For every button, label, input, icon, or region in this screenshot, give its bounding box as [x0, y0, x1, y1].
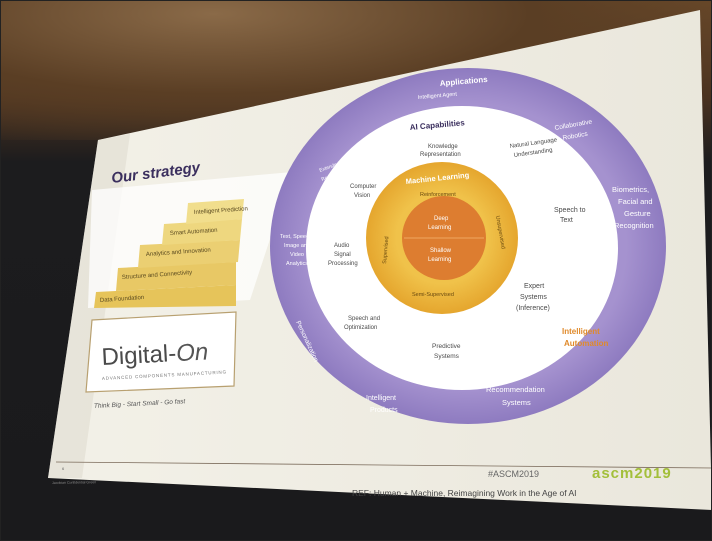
label-facial: Facial and	[618, 197, 653, 206]
logo-tagline: Think Big - Start Small - Go fast	[94, 398, 187, 410]
label-robotics: Robotics	[562, 131, 589, 142]
stair-4	[162, 219, 242, 245]
logo-name: Digital-On	[101, 338, 209, 371]
label-intelligent-agent: Intelligent Agent	[418, 92, 458, 101]
label-audio: Audio	[334, 243, 350, 249]
stair-1	[94, 285, 236, 308]
label-speech-to: Speech to	[554, 207, 586, 214]
label-unsupervised: Unsupervised	[494, 215, 506, 249]
label-processing: Processing	[328, 261, 358, 267]
label-text: Text	[560, 217, 573, 224]
label-automation: Automation	[564, 339, 609, 348]
label-speech-and: Speech and	[348, 316, 380, 322]
label-representation: Representation	[420, 152, 461, 158]
footer-brand: ascm2019	[592, 465, 672, 482]
label-video: Video	[290, 252, 304, 258]
label-reality: Reality	[321, 172, 338, 183]
label-intelligent: Intelligent	[562, 327, 600, 336]
stair-2	[116, 262, 236, 291]
label-supervised: Supervised	[382, 236, 390, 264]
label-signal: Signal	[334, 252, 351, 258]
staircase	[94, 199, 244, 308]
label-inference: (Inference)	[516, 305, 550, 312]
stair-label-2: Structure and Connectivity	[122, 270, 193, 281]
label-predictive: Predictive	[432, 343, 461, 350]
label-applications: Applications	[439, 75, 488, 88]
label-understanding: Understanding	[513, 148, 552, 159]
label-computer: Computer	[350, 184, 376, 190]
label-image-and: Image and	[284, 243, 310, 249]
stair-3	[138, 240, 240, 268]
label-biometrics: Biometrics,	[612, 185, 649, 194]
logo-box	[85, 311, 237, 393]
label-gesture: Gesture	[624, 209, 651, 218]
label-analytics: Analytics	[286, 261, 308, 267]
footer-hashtag: #ASCM2019	[488, 469, 539, 479]
label-expert: Expert	[524, 283, 544, 290]
ai-rings-diagram	[270, 68, 666, 424]
label-recommendation: Recommendation	[486, 385, 545, 394]
stair-label-4: Smart Automation	[170, 228, 218, 237]
label-text-speech: Text, Speech,	[280, 234, 314, 240]
footer-confidential: Jacobian Confidential Green	[52, 480, 96, 485]
label-optimization: Optimization	[344, 325, 377, 331]
label-reinforcement: Reinforcement	[420, 192, 456, 198]
footer-page-number: 6	[62, 466, 65, 471]
stair-label-5: Intelligent Prediction	[194, 206, 248, 216]
label-knowledge: Knowledge	[428, 144, 458, 150]
label-intelligent-products-1: Intelligent	[366, 395, 396, 402]
label-deep-learning: Learning	[428, 225, 451, 231]
label-intelligent-products-2: Products	[370, 407, 398, 414]
footer-rule	[55, 461, 712, 469]
stair-label-3: Analytics and Innovation	[146, 247, 211, 258]
stair-5	[186, 199, 244, 224]
label-vision: Vision	[354, 193, 370, 199]
logo-subtitle: ADVANCED COMPONENTS MANUFACTURING	[102, 369, 227, 381]
label-shallow-learning: Learning	[428, 257, 451, 263]
label-recommendation-systems: Systems	[502, 398, 531, 407]
footer-reference: REF: Human + Machine, Reimagining Work i…	[352, 488, 577, 498]
label-deep: Deep	[434, 216, 449, 222]
label-recognition: Recognition	[614, 221, 654, 230]
stair-label-1: Data Foundation	[100, 295, 145, 304]
label-semi-supervised: Semi-Supervised	[412, 292, 454, 298]
label-shallow: Shallow	[430, 248, 452, 254]
label-predictive-systems: Systems	[434, 353, 460, 360]
label-systems: Systems	[520, 294, 547, 301]
digital-on-logo: Digital-On ADVANCED COMPONENTS MANUFACTU…	[85, 311, 237, 410]
